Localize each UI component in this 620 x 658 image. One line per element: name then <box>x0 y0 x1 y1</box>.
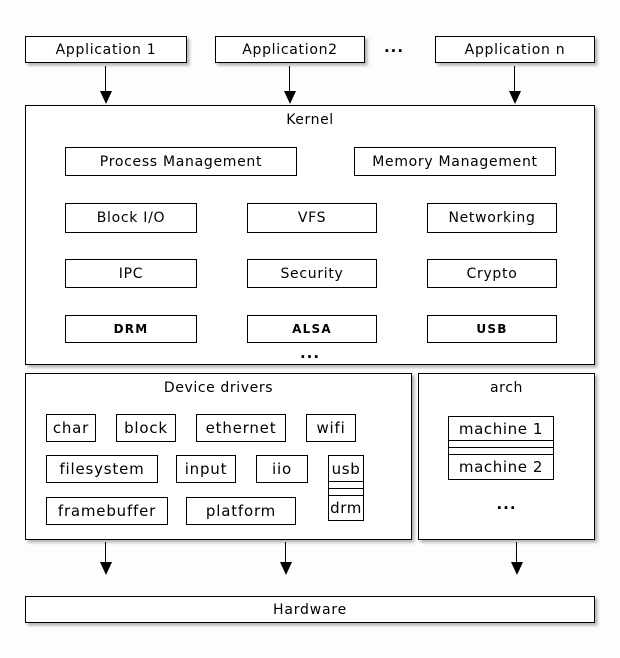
memory-management-label: Memory Management <box>372 153 538 170</box>
platform-driver-label: platform <box>205 502 277 520</box>
memory-management-box: Memory Management <box>354 147 556 176</box>
input-driver-label: input <box>184 460 228 478</box>
process-management-box: Process Management <box>65 147 297 176</box>
hardware-box: Hardware <box>25 596 595 623</box>
ethernet-driver-label: ethernet <box>205 419 277 437</box>
stack-spacer-cell <box>329 488 363 495</box>
application-n-label: Application n <box>464 41 566 58</box>
ethernet-driver-box: ethernet <box>196 414 286 442</box>
framebuffer-driver-box: framebuffer <box>46 497 168 525</box>
block-driver-label: block <box>124 419 168 437</box>
crypto-box: Crypto <box>427 259 557 288</box>
application-1-box: Application 1 <box>25 36 187 63</box>
crypto-label: Crypto <box>466 265 518 282</box>
block-io-label: Block I/O <box>96 210 166 226</box>
machine-2-cell: machine 2 <box>449 454 553 479</box>
drm-box: DRM <box>65 315 197 343</box>
usb-label: USB <box>476 322 508 336</box>
process-management-label: Process Management <box>99 153 263 170</box>
kernel-title: Kernel <box>286 112 334 128</box>
usb-driver-label: usb <box>331 459 361 478</box>
iio-driver-label: iio <box>272 460 292 478</box>
block-driver-box: block <box>116 414 176 442</box>
arrow-app1-to-kernel-icon <box>99 66 112 104</box>
platform-driver-box: platform <box>186 497 296 525</box>
wifi-driver-label: wifi <box>316 419 346 437</box>
filesystem-driver-box: filesystem <box>46 455 158 483</box>
kernel-panel: Kernel Process Management Memory Managem… <box>25 105 595 365</box>
hardware-label: Hardware <box>273 601 347 618</box>
arrow-app2-to-kernel-icon <box>283 66 296 104</box>
iio-driver-box: iio <box>256 455 308 483</box>
machine-stack: machine 1 machine 2 <box>448 416 554 480</box>
arch-ellipsis: ... <box>496 495 517 513</box>
arrow-drivers-left-to-hardware-icon <box>99 542 112 575</box>
arch-title: arch <box>490 380 523 396</box>
device-drivers-title: Device drivers <box>163 380 274 396</box>
arrow-arch-to-hardware-icon <box>510 542 523 575</box>
usb-driver-cell: usb <box>329 456 363 481</box>
wifi-driver-box: wifi <box>306 414 356 442</box>
vfs-box: VFS <box>247 203 377 233</box>
ipc-box: IPC <box>65 259 197 288</box>
application-1-label: Application 1 <box>55 41 157 58</box>
machine-1-label: machine 1 <box>458 419 544 438</box>
arrow-drivers-right-to-hardware-icon <box>279 542 292 575</box>
usb-box: USB <box>427 315 557 343</box>
drm-driver-label: drm <box>330 499 362 517</box>
application-n-box: Application n <box>435 36 595 63</box>
networking-box: Networking <box>427 203 557 233</box>
stack-spacer-cell <box>329 481 363 488</box>
stack-spacer-cell <box>449 440 553 447</box>
alsa-box: ALSA <box>247 315 377 343</box>
application-2-label: Application2 <box>242 41 338 58</box>
filesystem-driver-label: filesystem <box>59 460 145 478</box>
drm-driver-cell: drm <box>329 495 363 520</box>
ipc-label: IPC <box>118 265 144 282</box>
framebuffer-driver-label: framebuffer <box>57 502 157 520</box>
char-driver-box: char <box>46 414 96 442</box>
security-label: Security <box>280 265 344 282</box>
stack-spacer-cell <box>449 447 553 454</box>
usb-drm-driver-stack: usb drm <box>328 455 364 521</box>
security-box: Security <box>247 259 377 288</box>
machine-2-label: machine 2 <box>458 458 544 476</box>
applications-ellipsis: ... <box>383 37 405 56</box>
vfs-label: VFS <box>297 210 327 226</box>
networking-label: Networking <box>448 210 536 226</box>
machine-1-cell: machine 1 <box>449 417 553 440</box>
input-driver-box: input <box>176 455 236 483</box>
arch-panel: arch machine 1 machine 2 ... <box>418 373 595 540</box>
drm-label: DRM <box>113 322 149 336</box>
char-driver-label: char <box>52 419 90 437</box>
kernel-ellipsis: ... <box>299 344 321 362</box>
arrow-appn-to-kernel-icon <box>508 66 521 104</box>
alsa-label: ALSA <box>292 322 332 336</box>
device-drivers-panel: Device drivers char block ethernet wifi … <box>25 373 412 540</box>
application-2-box: Application2 <box>215 36 365 63</box>
block-io-box: Block I/O <box>65 203 197 233</box>
